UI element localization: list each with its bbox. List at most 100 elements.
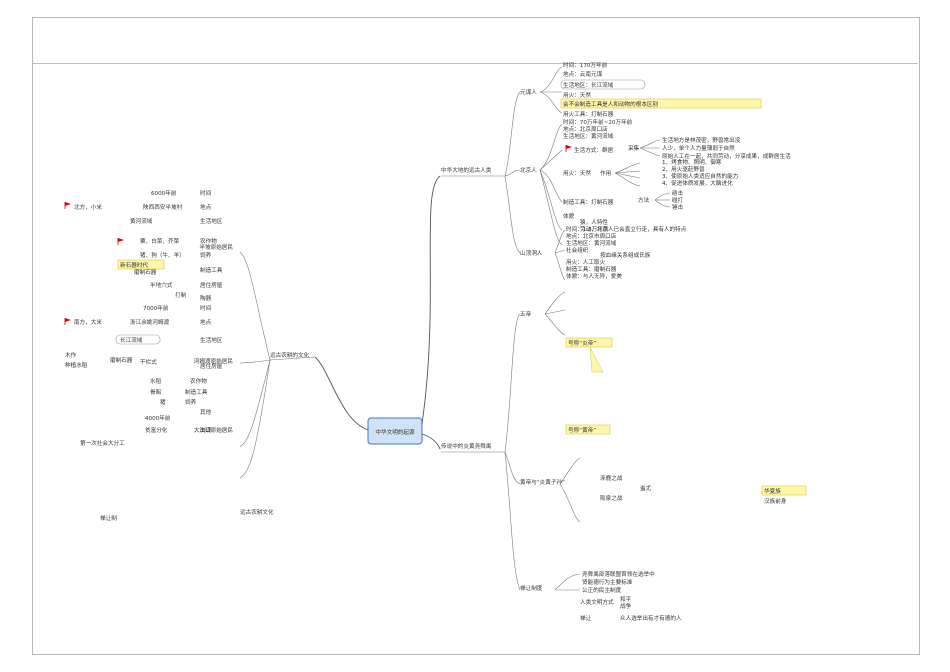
hemudu-label: 河姆渡原始居民 [194, 357, 234, 365]
hemudu-item-region: 生活地区 [200, 336, 223, 344]
sdd-org: 社会组织 [566, 246, 589, 254]
branch-agriculture[interactable]: 远古农耕的文化 [270, 351, 310, 359]
civ-war: 战争 [620, 602, 632, 610]
huangdi-tag-box [565, 424, 611, 435]
han-origin: 汉族前身 [764, 497, 787, 505]
huangdi-branch-label: 黄帝与“炎黄子孙” [520, 478, 565, 486]
north-millet: 北方，小米 [74, 203, 102, 211]
chiyou: 蚩尤 [640, 484, 652, 492]
banpo-item-time: 时间 [200, 189, 212, 197]
yuanmou-region-box [560, 79, 646, 90]
dawenkou-time: 4000年前 [145, 414, 171, 422]
branch-prehistory[interactable]: 中华大地的远古人类 [441, 166, 492, 174]
yuanmou-tools: 用火工具：打制石器 [563, 110, 614, 118]
chanrang-c: 公正的民主制度 [582, 586, 622, 594]
banpo-craft: 打制 [175, 291, 187, 299]
banquan-battle: 阪泉之战 [600, 494, 623, 502]
neolithic-box [117, 259, 165, 270]
north-flag [64, 202, 71, 209]
center-title: 中华文明的起源 [375, 428, 415, 436]
beijing-region: 生活地区：黄河流域 [563, 132, 614, 140]
neolithic: 新石器时代 [120, 261, 148, 269]
yandi-tag-box [565, 337, 613, 348]
fire-use-2: 2、用火驱赶野兽 [662, 165, 705, 173]
beijing-lifestyle: 生活方式：群居 [574, 146, 614, 154]
yuanmou-place: 地点：云南元谋 [563, 70, 603, 78]
hemudu-spin: 木作 [65, 351, 77, 359]
sdd-org-detail: 按血缘关系组成氏族 [600, 251, 651, 259]
hemudu-plant: 种植水稻 [65, 361, 88, 369]
dawenkou-class: 出现 [200, 426, 212, 434]
beijing-place: 地点：北京周口店 [563, 125, 608, 133]
huaxia-box [761, 485, 807, 496]
beijing-fire-use: 作用 [600, 169, 611, 177]
method-a: 砸击 [672, 189, 684, 197]
hemudu-region-box [115, 334, 161, 345]
beijing-gather: 采集 [628, 144, 640, 152]
yuanmou-key-box [560, 98, 762, 109]
yuanmou-region: 生活地区：长江流域 [563, 81, 614, 89]
banpo-animals: 猪、狗（牛、羊） [140, 251, 185, 259]
yuanmou-key: 会不会制造工具是人和动物的根本区别 [563, 100, 659, 108]
hemudu-item-other: 其他 [200, 408, 212, 416]
banpo-pottery: 陶器 [200, 294, 212, 302]
chanrang-label: 禅让制度 [520, 584, 543, 592]
sdd-time: 时间：1.8万年前 [566, 225, 609, 233]
banpo-tools: 磨制石器 [134, 268, 157, 276]
civ-method: 人类文明方式 [580, 598, 614, 606]
sdd-tools: 制造工具：磨制石器 [566, 265, 617, 273]
method-c: 锤击 [672, 203, 684, 211]
method-b: 碰打 [672, 196, 684, 204]
branch-agriculture-label: 远古农耕的文化 [270, 351, 310, 359]
chanrang-a: 尧舜禹部落联盟首领在选举中 [582, 570, 655, 578]
center-node[interactable]: 中华文明的起源 [367, 417, 423, 445]
hemudu-item-place: 地点 [200, 318, 212, 326]
yandi-tag: 号称“炎帝” [568, 339, 596, 347]
civ-chanrang: 禅让 [580, 614, 592, 622]
sdd-place: 地点：北京市周口店 [566, 232, 617, 240]
yuanmou-label: 元谋人 [520, 89, 537, 96]
yuanmou-fire: 用火：天然 [563, 91, 591, 99]
hemudu-pig: 猪 [160, 398, 166, 406]
mindmap-frame [32, 17, 920, 655]
shandingdong-label: 山顶洞人 [520, 249, 543, 257]
branch-legends[interactable]: 传说中的炎黄尧舜禹 [441, 442, 492, 450]
beijing-look-b: 劳动，北京人已会直立行走，具有人的特点 [580, 225, 687, 233]
hemudu-item-time: 时间 [200, 304, 212, 312]
dawenkou-cadre: 贫富分化 [145, 426, 168, 434]
banpo-crops: 粟、白菜、芥菜 [140, 237, 180, 245]
hemudu-time: 7000年前 [143, 304, 169, 312]
branch-china-man-label: 中华大地的远古人类 [441, 166, 492, 174]
banpo-item-house: 居住房屋 [200, 281, 223, 289]
beijing-fire: 用火：天然 [563, 169, 591, 177]
chanrang-tag: 禅让制 [100, 514, 117, 522]
zhuolu-battle: 涿鹿之战 [600, 474, 623, 482]
beijing-life-c: 原始人工在一起，共同劳动，分享成果，成群居生活 [662, 152, 791, 160]
beijing-life-flag [565, 145, 572, 152]
hemudu-tool: 骨耜 [150, 389, 162, 396]
hemudu-region: 长江流域 [120, 336, 143, 344]
hemudu-item-house: 居住房屋 [200, 362, 223, 370]
beijing-life-b: 人少，单个人力量薄弱于自然 [662, 144, 735, 152]
yandi-callout [589, 346, 604, 373]
hemudu-item-tools: 制造工具 [185, 388, 208, 396]
south-flag [64, 318, 71, 325]
hemudu-house: 干栏式 [140, 358, 157, 366]
yuanmou-time: 时间：170万年前 [563, 61, 608, 69]
banpo-region: 黄河流域 [130, 217, 153, 225]
fire-use-3: 3、使原始人类适应自然的能力 [662, 172, 739, 180]
fire-use-1: 1、烤食物、照明、御寒 [662, 158, 722, 166]
banpo-crop-flag [117, 238, 124, 245]
banpo-item-region: 生活地区 [200, 217, 223, 225]
huaxia: 华夏族 [764, 487, 781, 495]
hemudu-item-crop: 农作物 [190, 377, 207, 385]
banpo-item-place: 地点 [200, 203, 212, 211]
sdd-fire: 用火：人工取火 [566, 259, 606, 266]
banpo-time: 6000年前 [151, 189, 177, 197]
banpo-house: 半地穴式 [150, 281, 173, 289]
chanrang-b: 贤能德行为主要标准 [582, 578, 633, 586]
south-rice: 南方，大米 [74, 318, 102, 326]
beijing-time: 时间：70万年前~20万年前 [563, 118, 633, 126]
hemudu-rice: 水稻 [150, 377, 162, 385]
dawenkou-label: 大汶口原始居民 [194, 426, 234, 434]
